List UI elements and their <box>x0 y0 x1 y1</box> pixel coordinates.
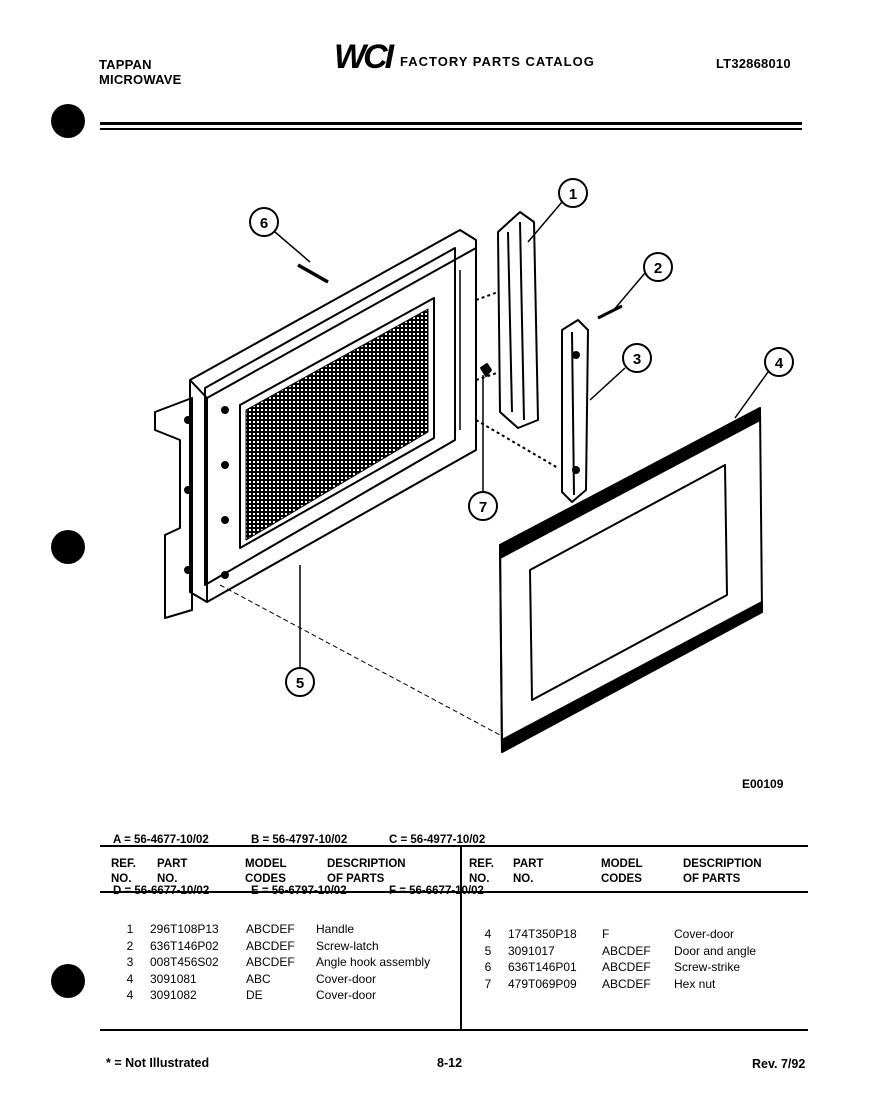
handle-part <box>475 211 539 429</box>
table-header-rule <box>100 891 808 893</box>
screw-latch-part <box>597 304 623 320</box>
revision-date: Rev. 7/92 <box>752 1057 806 1071</box>
brand-block: TAPPAN MICROWAVE <box>99 57 181 87</box>
screw-strike-part <box>297 263 329 284</box>
brand-line1: TAPPAN <box>99 57 152 72</box>
callout-2-circle <box>643 252 673 282</box>
angle-hook-assembly-part <box>475 319 589 503</box>
legend-b: B = 56-4797-10/02 <box>251 834 348 846</box>
cover-door-part <box>499 407 763 753</box>
legend-c: C = 56-4977-10/02 <box>389 834 486 846</box>
legend-a: A = 56-4677-10/02 <box>113 834 209 846</box>
callout-6-circle <box>249 207 279 237</box>
callout-1-circle <box>558 178 588 208</box>
callout-3: 3 <box>633 351 641 368</box>
catalog-title: FACTORY PARTS CATALOG <box>400 54 595 69</box>
brand-line2: MICROWAVE <box>99 72 182 87</box>
callout-4: 4 <box>775 355 784 372</box>
callout-4-circle <box>764 347 794 377</box>
table-divider <box>460 845 462 1030</box>
drawing-code: E00109 <box>742 777 784 791</box>
header-rule-top <box>100 122 802 125</box>
callout-7: 7 <box>479 499 487 516</box>
header-rule-bottom <box>100 128 802 130</box>
model-number: LT32868010 <box>716 56 791 71</box>
table-top-rule <box>100 845 808 847</box>
callout-7-circle <box>468 491 498 521</box>
exploded-door-diagram: 1 2 3 4 5 6 7 <box>154 178 794 753</box>
model-legend: A = 56-4677-10/02 B = 56-4797-10/02 C = … <box>113 798 485 917</box>
callout-1: 1 <box>569 186 577 203</box>
right-header-ref: REF.NO. <box>469 858 494 885</box>
hex-nut-part <box>480 363 492 377</box>
punch-hole-top <box>51 104 85 138</box>
callout-3-circle <box>622 343 652 373</box>
punch-hole-middle <box>51 530 85 564</box>
door-and-angle-part <box>154 229 477 619</box>
callout-5: 5 <box>296 675 304 692</box>
callout-2: 2 <box>654 260 662 277</box>
wci-logo: WCI <box>334 38 394 76</box>
left-header-ref: REF.NO. <box>111 858 136 885</box>
table-bottom-rule <box>100 1029 808 1031</box>
callout-5-circle <box>285 667 315 697</box>
callout-6: 6 <box>260 215 268 232</box>
footer-note: * = Not Illustrated <box>106 1056 210 1070</box>
page-number: 8-12 <box>437 1056 463 1070</box>
punch-hole-bottom <box>51 964 85 998</box>
